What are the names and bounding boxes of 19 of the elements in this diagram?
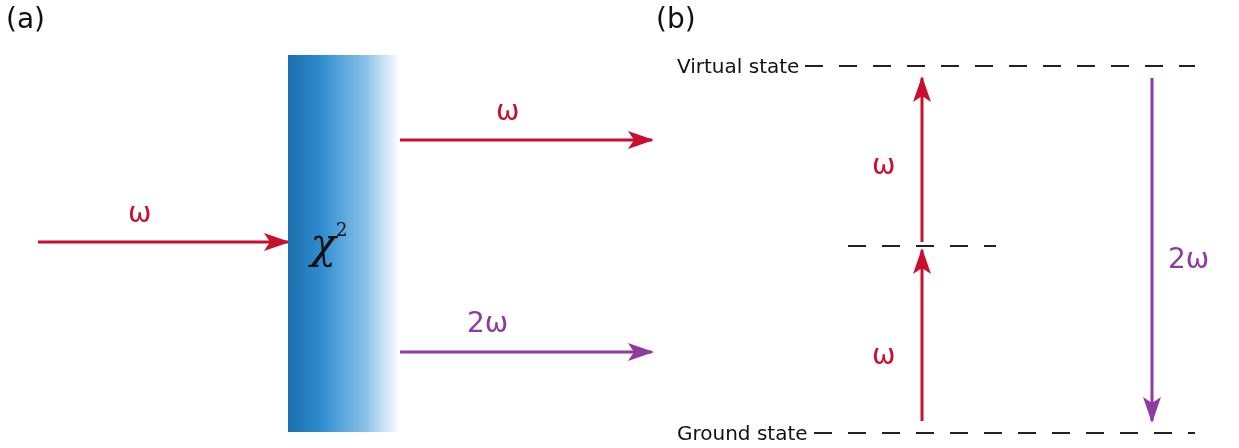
edge-label: 2ω	[1168, 242, 1210, 275]
arrow	[913, 76, 931, 242]
level-label: Virtual state	[677, 54, 800, 78]
level-label: Ground state	[677, 421, 808, 445]
arrow	[400, 343, 654, 361]
edge-label: 2ω	[467, 306, 509, 339]
edge-label: ω	[128, 196, 152, 229]
arrow	[913, 248, 931, 421]
panel-label: (b)	[656, 2, 696, 35]
arrow	[400, 131, 654, 149]
arrow	[38, 233, 290, 251]
edge-label: ω	[872, 338, 896, 371]
edge-label: ω	[496, 94, 520, 127]
arrow	[1143, 78, 1161, 423]
panel-label: (a)	[6, 2, 45, 35]
edge-label: ω	[872, 148, 896, 181]
energy-level	[848, 242, 996, 250]
susceptibility-label: χ$^{2}$	[310, 219, 348, 268]
crystal-slab	[288, 55, 400, 432]
